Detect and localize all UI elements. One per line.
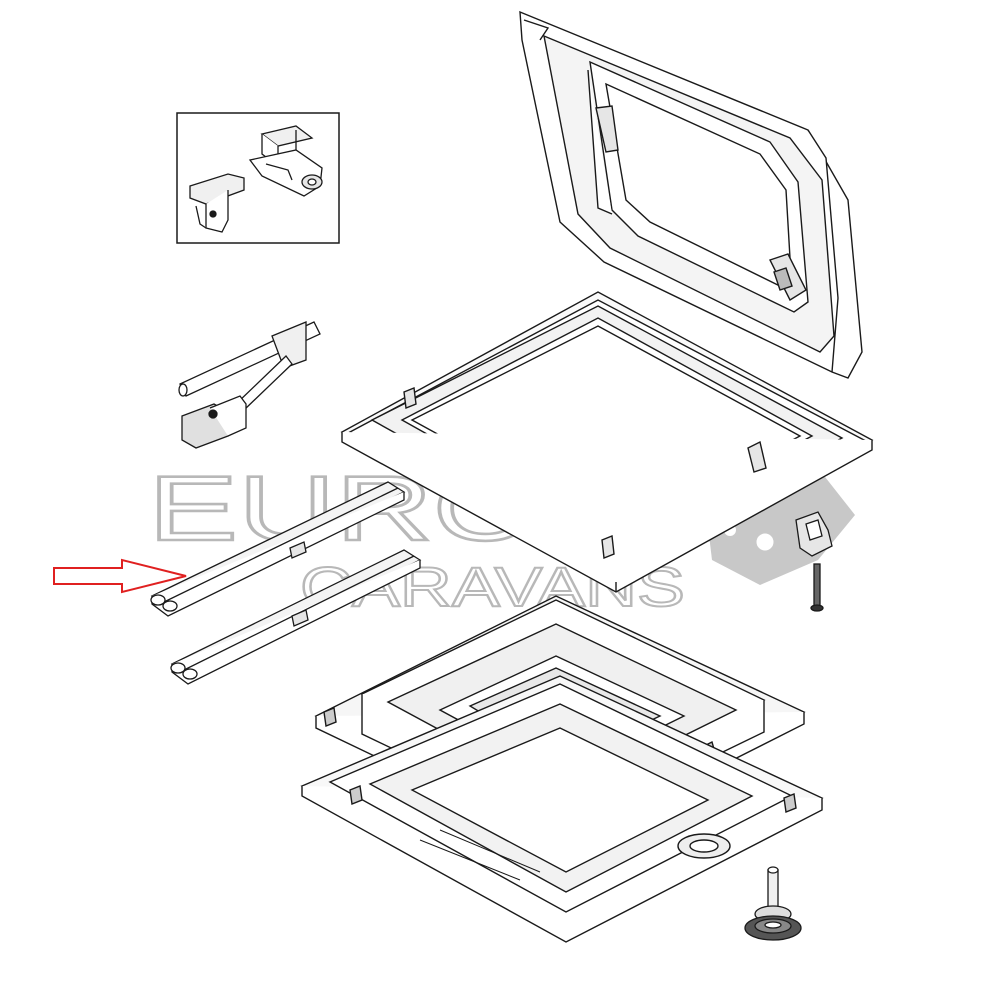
lift-arm [178,321,321,449]
detail-inset [176,112,340,244]
inner-frame [340,291,874,593]
pointer-arrow [53,558,187,594]
inset-frame [176,112,340,244]
inset-hinge-part [248,125,323,197]
screw [810,563,824,612]
blind-rail-lower [170,549,422,685]
crank-knob [744,866,802,941]
hatch-lid [519,10,863,379]
blind-rail-upper [150,481,406,617]
base-frame-lower [300,675,824,943]
inset-clip-part [189,173,245,233]
mounting-bracket [795,511,833,557]
